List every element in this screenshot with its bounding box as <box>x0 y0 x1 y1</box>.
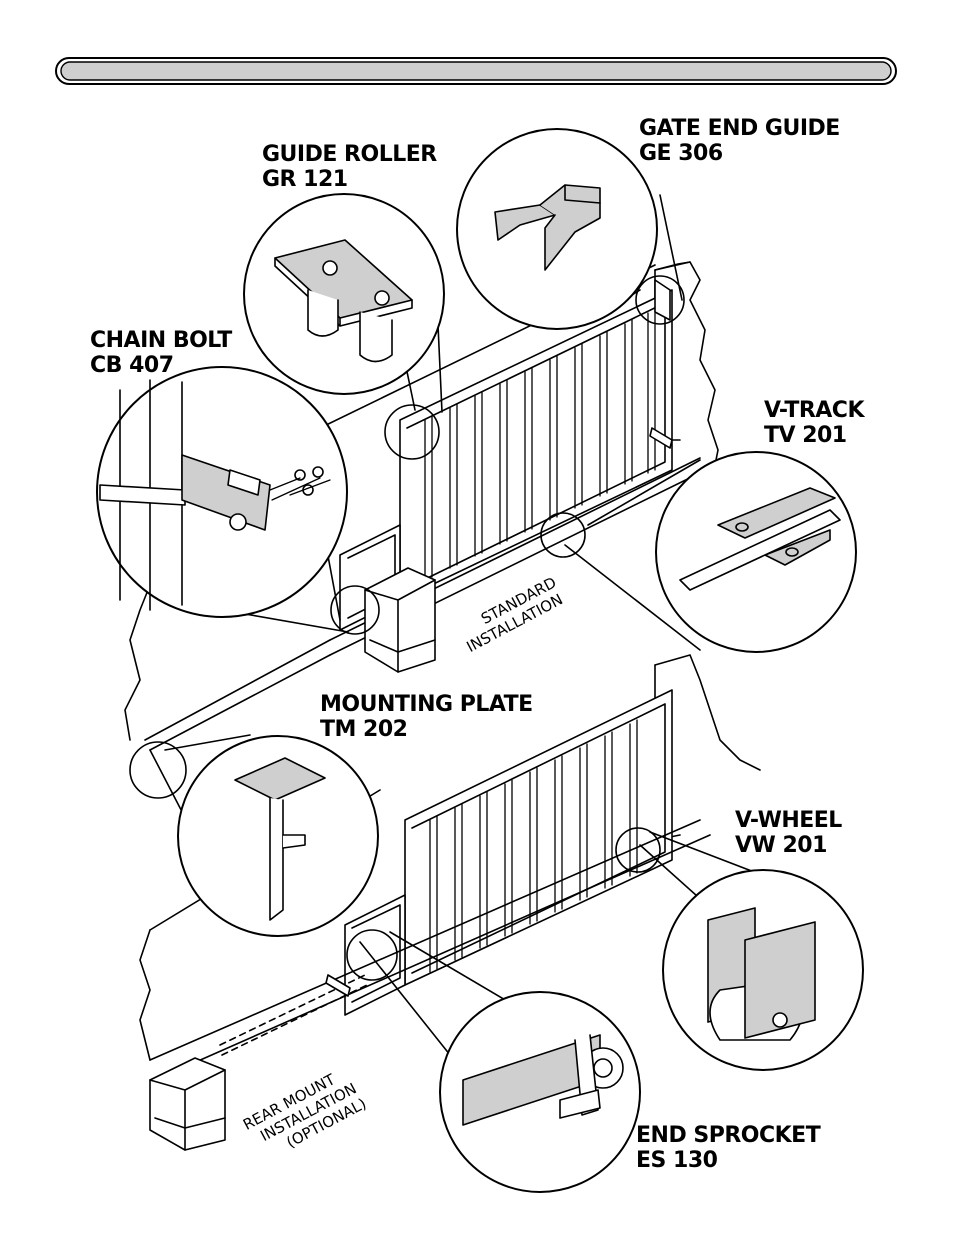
chain-bolt-detail <box>97 367 379 634</box>
v-wheel-code: VW 201 <box>735 833 842 858</box>
chain-bolt-label: CHAIN BOLT CB 407 <box>90 328 232 378</box>
mounting-plate-name: MOUNTING PLATE <box>320 692 533 717</box>
end-sprocket-label: END SPROCKET ES 130 <box>636 1123 820 1173</box>
end-sprocket-code: ES 130 <box>636 1148 820 1173</box>
guide-roller-name: GUIDE ROLLER <box>262 142 437 167</box>
v-wheel-label: V-WHEEL VW 201 <box>735 808 842 858</box>
v-wheel-name: V-WHEEL <box>735 808 842 833</box>
guide-roller-label: GUIDE ROLLER GR 121 <box>262 142 437 192</box>
mounting-plate-code: TM 202 <box>320 717 533 742</box>
header-bar <box>56 58 896 84</box>
gate-end-guide-label: GATE END GUIDE GE 306 <box>639 116 840 166</box>
v-track-label: V-TRACK TV 201 <box>764 398 864 448</box>
mounting-plate-detail <box>130 735 378 936</box>
chain-bolt-name: CHAIN BOLT <box>90 328 232 353</box>
gate-end-guide-name: GATE END GUIDE <box>639 116 840 141</box>
mounting-plate-label: MOUNTING PLATE TM 202 <box>320 692 533 742</box>
gate-end-guide-code: GE 306 <box>639 141 840 166</box>
v-track-code: TV 201 <box>764 423 864 448</box>
guide-roller-code: GR 121 <box>262 167 437 192</box>
end-sprocket-name: END SPROCKET <box>636 1123 820 1148</box>
v-track-name: V-TRACK <box>764 398 864 423</box>
chain-bolt-code: CB 407 <box>90 353 232 378</box>
